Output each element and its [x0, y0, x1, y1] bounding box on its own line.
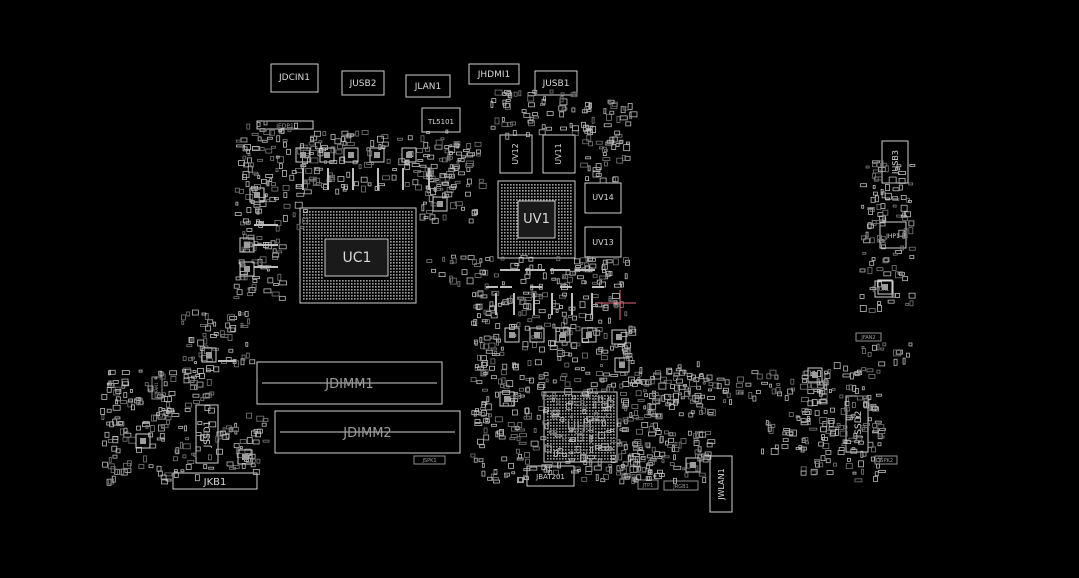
- connector-jkb1[interactable]: JKB1: [172, 472, 258, 490]
- label-jdimm1: JDIMM1: [324, 377, 373, 392]
- label-jspk2: JSPK2: [878, 458, 893, 464]
- connector-jwlan1[interactable]: JWLAN1: [709, 455, 733, 513]
- label-uv12: UV12: [511, 143, 520, 165]
- connector-jbat201[interactable]: JBAT201: [526, 465, 575, 487]
- uv1-ball-grid: [501, 184, 572, 255]
- cpu-uc1[interactable]: UC1: [299, 207, 417, 304]
- label-jssd2: JSSD2: [854, 411, 864, 439]
- chip-uv13[interactable]: UV13: [584, 226, 622, 258]
- label-uc1: UC1: [343, 250, 372, 266]
- label-uv13: UV13: [592, 238, 614, 247]
- connector-jtp1[interactable]: JTP1: [637, 479, 659, 490]
- label-jedp1: JEDP1: [275, 123, 294, 130]
- gpu-uv1[interactable]: UV1: [497, 180, 576, 259]
- label-jbat201: JBAT201: [535, 473, 565, 481]
- connector-jlan1[interactable]: JLAN1: [405, 74, 451, 98]
- crosshair-marker: [596, 290, 636, 320]
- label-jlan1: JLAN1: [414, 82, 442, 92]
- chip-uv12[interactable]: UV12: [499, 134, 533, 174]
- label-uv11: UV11: [554, 143, 563, 165]
- label-jdcin1: JDCIN1: [278, 73, 310, 83]
- label-jtp1: JTP1: [642, 483, 654, 489]
- label-jfan2: JFAN2: [860, 335, 875, 341]
- connector-jrgb1[interactable]: JRGB1: [663, 480, 699, 491]
- label-jspk1: JSPK1: [421, 458, 436, 464]
- label-uv14: UV14: [592, 193, 614, 202]
- connector-jusb2[interactable]: JUSB2: [341, 70, 385, 96]
- connector-jhdmi1[interactable]: JHDMI1: [468, 63, 520, 85]
- connector-jfan2[interactable]: JFAN2: [855, 332, 882, 342]
- label-jkb1: JKB1: [203, 477, 227, 488]
- connector-jdcin1[interactable]: JDCIN1: [270, 63, 319, 93]
- label-uv1: UV1: [523, 212, 550, 227]
- label-jusb3: JUSB3: [891, 150, 900, 175]
- label-jhdmi1: JHDMI1: [477, 70, 511, 80]
- slot-jdimm1[interactable]: JDIMM1: [256, 361, 443, 405]
- connector-jspk2[interactable]: JSPK2: [874, 455, 898, 465]
- label-jusb2: JUSB2: [349, 79, 377, 89]
- connector-jusb1[interactable]: JUSB1: [534, 70, 578, 96]
- label-jrgb1: JRGB1: [672, 484, 688, 490]
- label-tl5101: TL5101: [427, 118, 454, 126]
- chip-uv11[interactable]: UV11: [542, 134, 576, 174]
- passive-components: [100, 89, 916, 486]
- chip-tl5101[interactable]: TL5101: [421, 107, 461, 133]
- label-jfan1: JFAN1: [154, 382, 159, 395]
- label-uh1: UH1: [567, 420, 595, 435]
- label-jhp1: JHP1: [885, 233, 900, 240]
- label-jusb1: JUSB1: [542, 79, 570, 89]
- uc1-ball-grid: [303, 211, 413, 300]
- slot-jdimm2[interactable]: JDIMM2: [274, 410, 461, 454]
- chip-uv14[interactable]: UV14: [584, 182, 622, 214]
- connector-jspk1[interactable]: JSPK1: [413, 455, 446, 465]
- label-jwlan1: JWLAN1: [717, 468, 726, 500]
- label-jdimm2: JDIMM2: [342, 426, 391, 441]
